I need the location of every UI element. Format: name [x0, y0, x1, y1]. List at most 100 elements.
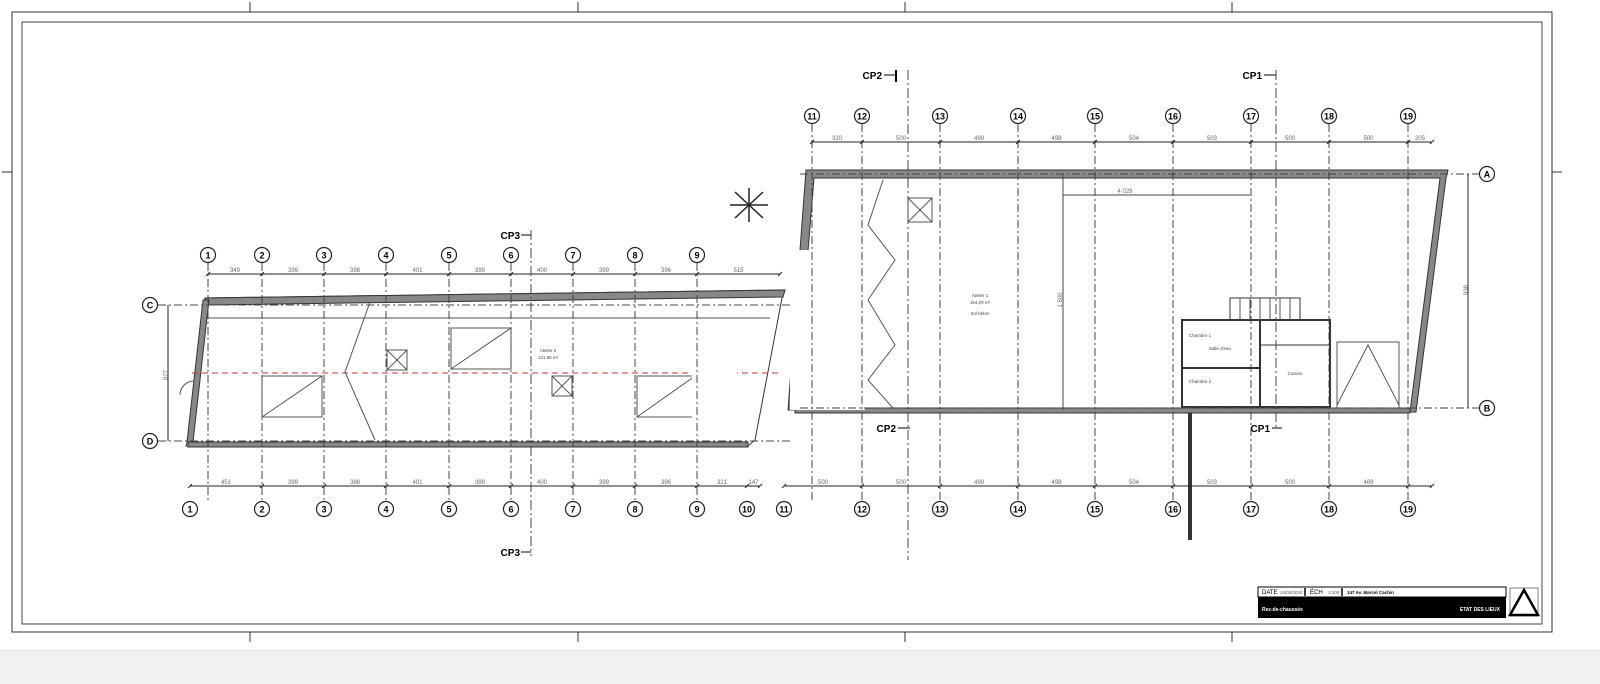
grid-bubble-11: 11: [803, 107, 821, 125]
grid-bubble-bottom-3: 3: [315, 500, 333, 518]
dimension-right-bottom: 500: [1285, 480, 1296, 486]
logo-triangle-icon: [1507, 587, 1541, 617]
svg-text:1: 1: [205, 251, 210, 261]
svg-text:7: 7: [570, 251, 575, 261]
section-cp2-top: CP2: [863, 70, 909, 560]
svg-text:7: 7: [570, 505, 575, 515]
dimension-right-top: 500: [1363, 136, 1374, 142]
grid-bubble-19: 19: [1399, 107, 1417, 125]
grid-bubble-18: 18: [1320, 107, 1338, 125]
room-chambre1: Chambre 1: [1189, 333, 1212, 338]
section-cp3-bottom: CP3: [501, 548, 531, 559]
section-cp1-bottom: CP1: [1251, 424, 1282, 435]
grid-bubble-bottom-2: 2: [253, 500, 271, 518]
svg-text:12: 12: [857, 112, 867, 122]
svg-text:3: 3: [321, 251, 326, 261]
svg-text:6: 6: [508, 251, 513, 261]
svg-text:15: 15: [1090, 112, 1100, 122]
dimension-right-bottom: 500: [818, 480, 829, 486]
svg-text:16: 16: [1168, 112, 1178, 122]
grid-bubble-14: 14: [1009, 107, 1027, 125]
drawing-frame: [11, 11, 1553, 633]
svg-text:Rez-de-chaussée: Rez-de-chaussée: [1262, 607, 1303, 613]
grid-bubble-bottom-11: 11: [775, 500, 793, 518]
svg-text:ÉCH: ÉCH: [1310, 589, 1323, 596]
grid-bubble-bottom-14: 14: [1009, 500, 1027, 518]
dimension-left-bottom: 321: [717, 480, 728, 486]
svg-text:1:100: 1:100: [1328, 590, 1340, 595]
svg-text:14: 14: [1013, 505, 1023, 515]
svg-text:14/03/2024: 14/03/2024: [1280, 590, 1303, 595]
svg-text:19: 19: [1403, 112, 1413, 122]
room-atelier1-name: Atelier 1: [972, 293, 989, 298]
grid-bubble-3: 3: [315, 246, 333, 264]
grid-bubble-bottom-15: 15: [1086, 500, 1104, 518]
svg-text:147 Av. Marcel Cachin: 147 Av. Marcel Cachin: [1347, 590, 1394, 595]
dimension-right-outer-height: 938: [1464, 284, 1470, 295]
svg-text:12: 12: [857, 505, 867, 515]
dimension-right-top: 504: [1129, 136, 1140, 142]
dimension-right-bottom: 498: [1051, 480, 1062, 486]
svg-text:CP3: CP3: [501, 231, 521, 242]
svg-text:1: 1: [187, 505, 192, 515]
svg-text:B: B: [1484, 404, 1491, 414]
dimension-left-top: 399: [599, 268, 610, 274]
svg-text:CP1: CP1: [1243, 71, 1263, 82]
svg-text:A: A: [1484, 170, 1491, 180]
dimension-right-top: 500: [1285, 136, 1296, 142]
svg-text:10: 10: [742, 505, 752, 515]
dimension-left-bottom: 396: [661, 480, 672, 486]
dimension-left-bottom: 399: [288, 480, 299, 486]
section-cp1-top: CP1: [1243, 70, 1277, 430]
dimension-left-bottom: 399: [475, 480, 486, 486]
svg-text:15: 15: [1090, 505, 1100, 515]
svg-text:18: 18: [1324, 505, 1334, 515]
grid-bubble-bottom-9: 9: [688, 500, 706, 518]
dimension-left-bottom: 451: [221, 480, 232, 486]
svg-text:2: 2: [259, 251, 264, 261]
svg-text:6: 6: [508, 505, 513, 515]
dimension-right-bottom: 503: [1207, 480, 1218, 486]
grid-bubble-bottom-19: 19: [1399, 500, 1417, 518]
dimension-right-bottom: 469: [1363, 480, 1374, 486]
grid-bubble-2: 2: [253, 246, 271, 264]
dimension-left-top: 396: [661, 268, 672, 274]
room-cuisine: Cuisine: [1287, 371, 1303, 376]
svg-text:2: 2: [259, 505, 264, 515]
dimension-right-top: 500: [896, 136, 907, 142]
title-block: DATE 14/03/2024 ÉCH 1:100 147 Av. Marcel…: [1257, 586, 1541, 618]
svg-text:CP2: CP2: [877, 424, 897, 435]
grid-bubble-13: 13: [931, 107, 949, 125]
grid-bubble-bottom-6: 6: [502, 500, 520, 518]
dimension-left-height: 877: [164, 369, 170, 380]
svg-text:9: 9: [694, 505, 699, 515]
svg-text:8: 8: [632, 251, 637, 261]
grid-bubble-bottom-18: 18: [1320, 500, 1338, 518]
grid-bubble-bottom-17: 17: [1242, 500, 1260, 518]
grid-bubble-bottom-13: 13: [931, 500, 949, 518]
svg-text:ETAT DES LIEUX: ETAT DES LIEUX: [1460, 607, 1501, 613]
grid-bubble-15: 15: [1086, 107, 1104, 125]
svg-text:DATE: DATE: [1262, 590, 1278, 596]
dimension-left-bottom: 398: [350, 480, 361, 486]
grid-bubble-17: 17: [1242, 107, 1260, 125]
dimension-right-inner-width: 4 029: [1117, 189, 1133, 195]
dimension-left-top: 401: [412, 268, 423, 274]
dimension-left-top: 398: [350, 268, 361, 274]
room-atelier2-area: 121,86 m²: [538, 355, 559, 360]
room-atelier1-floor: Sol béton: [970, 311, 990, 316]
grid-bubble-9: 9: [688, 246, 706, 264]
dimension-left-bottom: 399: [599, 480, 610, 486]
grid-bubble-bottom-5: 5: [440, 500, 458, 518]
section-cp2-bottom: CP2: [877, 424, 910, 435]
svg-text:9: 9: [694, 251, 699, 261]
svg-text:18: 18: [1324, 112, 1334, 122]
dimension-left-bottom: 147: [748, 480, 759, 486]
grid-bubble-bottom-4: 4: [377, 500, 395, 518]
viewer-bottom-bar: [0, 650, 1600, 684]
room-atelier1-area: 164,29 m²: [970, 300, 991, 305]
dimension-right-top: 503: [1207, 136, 1218, 142]
grid-bubble-5: 5: [440, 246, 458, 264]
dimension-left-top: 399: [475, 268, 486, 274]
svg-text:8: 8: [632, 505, 637, 515]
